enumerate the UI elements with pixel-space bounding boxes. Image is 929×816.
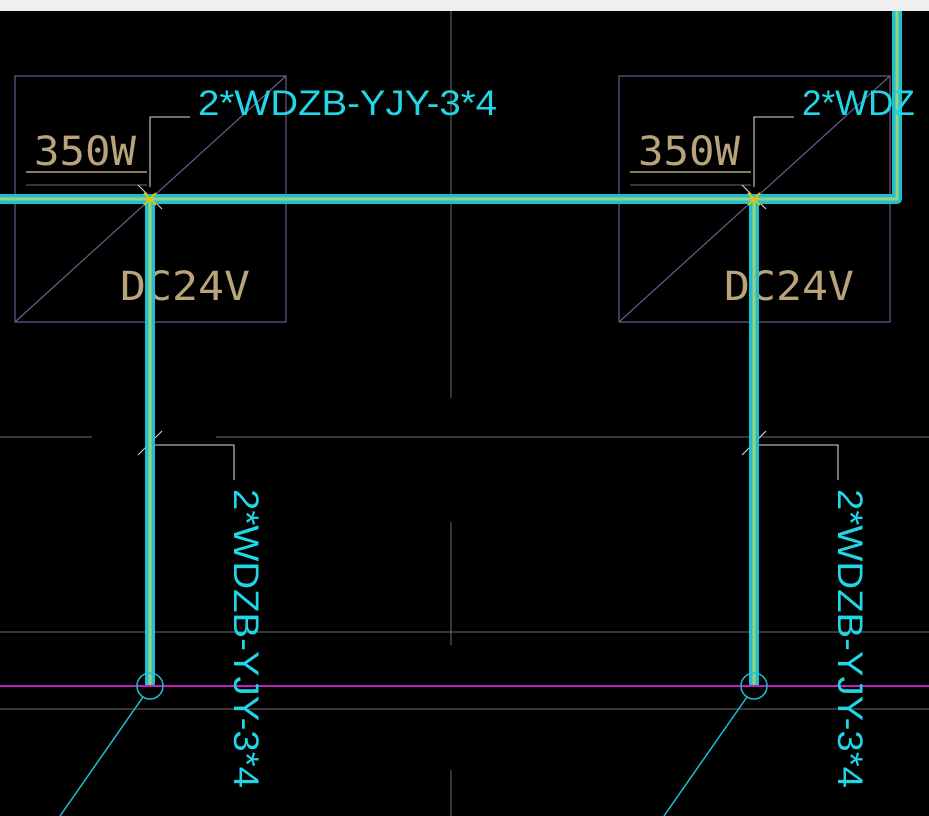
- cable-label-horizontal-2: 2*WDZ: [802, 84, 915, 123]
- voltage-label-1: DC24V: [120, 264, 250, 310]
- junction-marks: [143, 192, 761, 206]
- cable-wires-inner: [0, 11, 899, 685]
- top-bar: [0, 0, 929, 11]
- cable-label-vertical-2: 2*WDZB-YJY-3*4: [830, 489, 869, 788]
- voltage-label-2: DC24V: [724, 264, 854, 310]
- cad-canvas[interactable]: 350W DC24V 350W DC24V: [0, 11, 929, 816]
- terminal-circles[interactable]: [59, 672, 768, 816]
- cable-label-vertical-1: 2*WDZB-YJY-3*4: [226, 489, 265, 788]
- grid-lines: [0, 11, 929, 816]
- power-label-2: 350W: [638, 129, 741, 175]
- power-label-1: 350W: [34, 129, 137, 175]
- cable-label-horizontal-1: 2*WDZB-YJY-3*4: [198, 84, 497, 123]
